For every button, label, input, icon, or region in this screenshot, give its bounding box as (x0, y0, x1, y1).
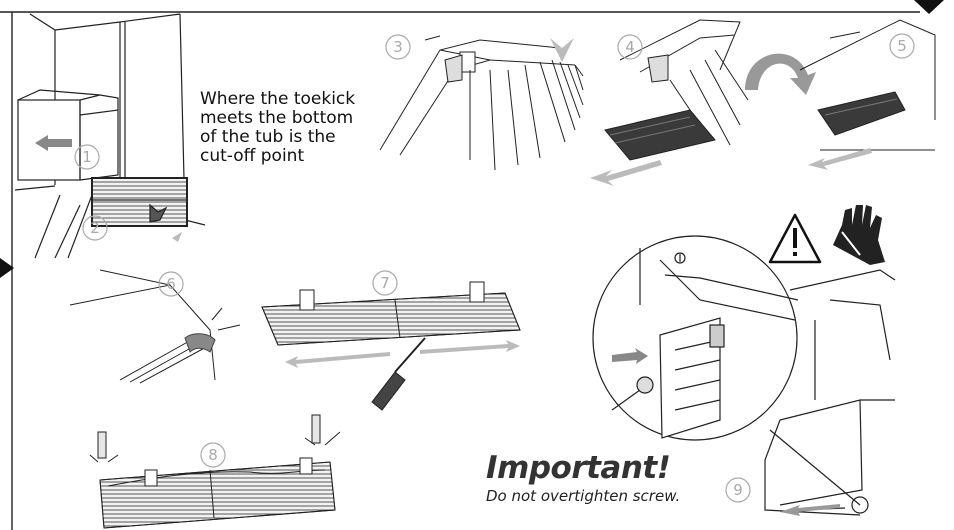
step-9-marker (725, 477, 751, 503)
panel-step-9 (592, 235, 896, 516)
caption-line-3: of the tub is the (200, 127, 336, 147)
step-6-label: 6 (166, 275, 176, 293)
step-1-marker (74, 144, 100, 170)
caption-line-4: cut-off point (200, 146, 305, 166)
step-9-label: 9 (733, 481, 743, 499)
step-8-marker (200, 442, 226, 468)
panel-step-7 (261, 281, 521, 346)
step-3-label: 3 (393, 38, 403, 56)
step-4-label: 4 (625, 38, 635, 56)
toekick-section-dark (604, 109, 716, 161)
step-6-marker (158, 271, 184, 297)
step-2-label: 2 (90, 219, 100, 237)
saw-blade (184, 333, 216, 353)
panel-step-5 (799, 19, 936, 151)
step-1-label: 1 (82, 148, 92, 166)
screwdriver-icon (371, 337, 426, 411)
arrow-left-icon (780, 504, 840, 516)
step-4-marker (617, 34, 643, 60)
step-7-label: 7 (380, 274, 390, 292)
panel-step-6 (69, 269, 241, 384)
overtighten-notice: Do not overtighten screw. (486, 487, 681, 505)
important-heading: Important! (486, 450, 671, 486)
panel-step-3 (379, 35, 584, 171)
corner-arrow-right (0, 258, 14, 278)
step-2-marker (82, 215, 108, 241)
step-5-marker (889, 33, 915, 59)
corner-arrow-top (914, 0, 944, 14)
arrow-curve-icon (745, 53, 816, 95)
step-3-marker (385, 34, 411, 60)
arrow-right-icon (420, 340, 520, 354)
arrow-small-down-icon (172, 232, 182, 242)
arrow-left-icon (285, 352, 390, 368)
step-markers (74, 33, 915, 503)
panel-cabinet (14, 13, 206, 259)
frame-lines (0, 11, 920, 530)
arrow-right-icon (612, 348, 648, 364)
step-7-marker (372, 270, 398, 296)
step-5-label: 5 (897, 37, 907, 55)
arrow-left-down-icon (590, 160, 662, 186)
arrow-left-icon (35, 135, 72, 151)
warning-triangle-icon (768, 213, 822, 264)
caption-line-1: Where the toekick (200, 89, 356, 109)
panel-step-8 (89, 414, 341, 529)
caption-line-2: meets the bottom (200, 108, 354, 128)
arrow-down-icon (550, 38, 574, 62)
hand-cut-icon (833, 205, 885, 265)
cutoff-caption: Where the toekick meets the bottom of th… (200, 90, 400, 166)
toekick-section-dark-2 (817, 91, 906, 136)
arrow-left-icon (808, 148, 872, 170)
step-8-label: 8 (208, 446, 218, 464)
